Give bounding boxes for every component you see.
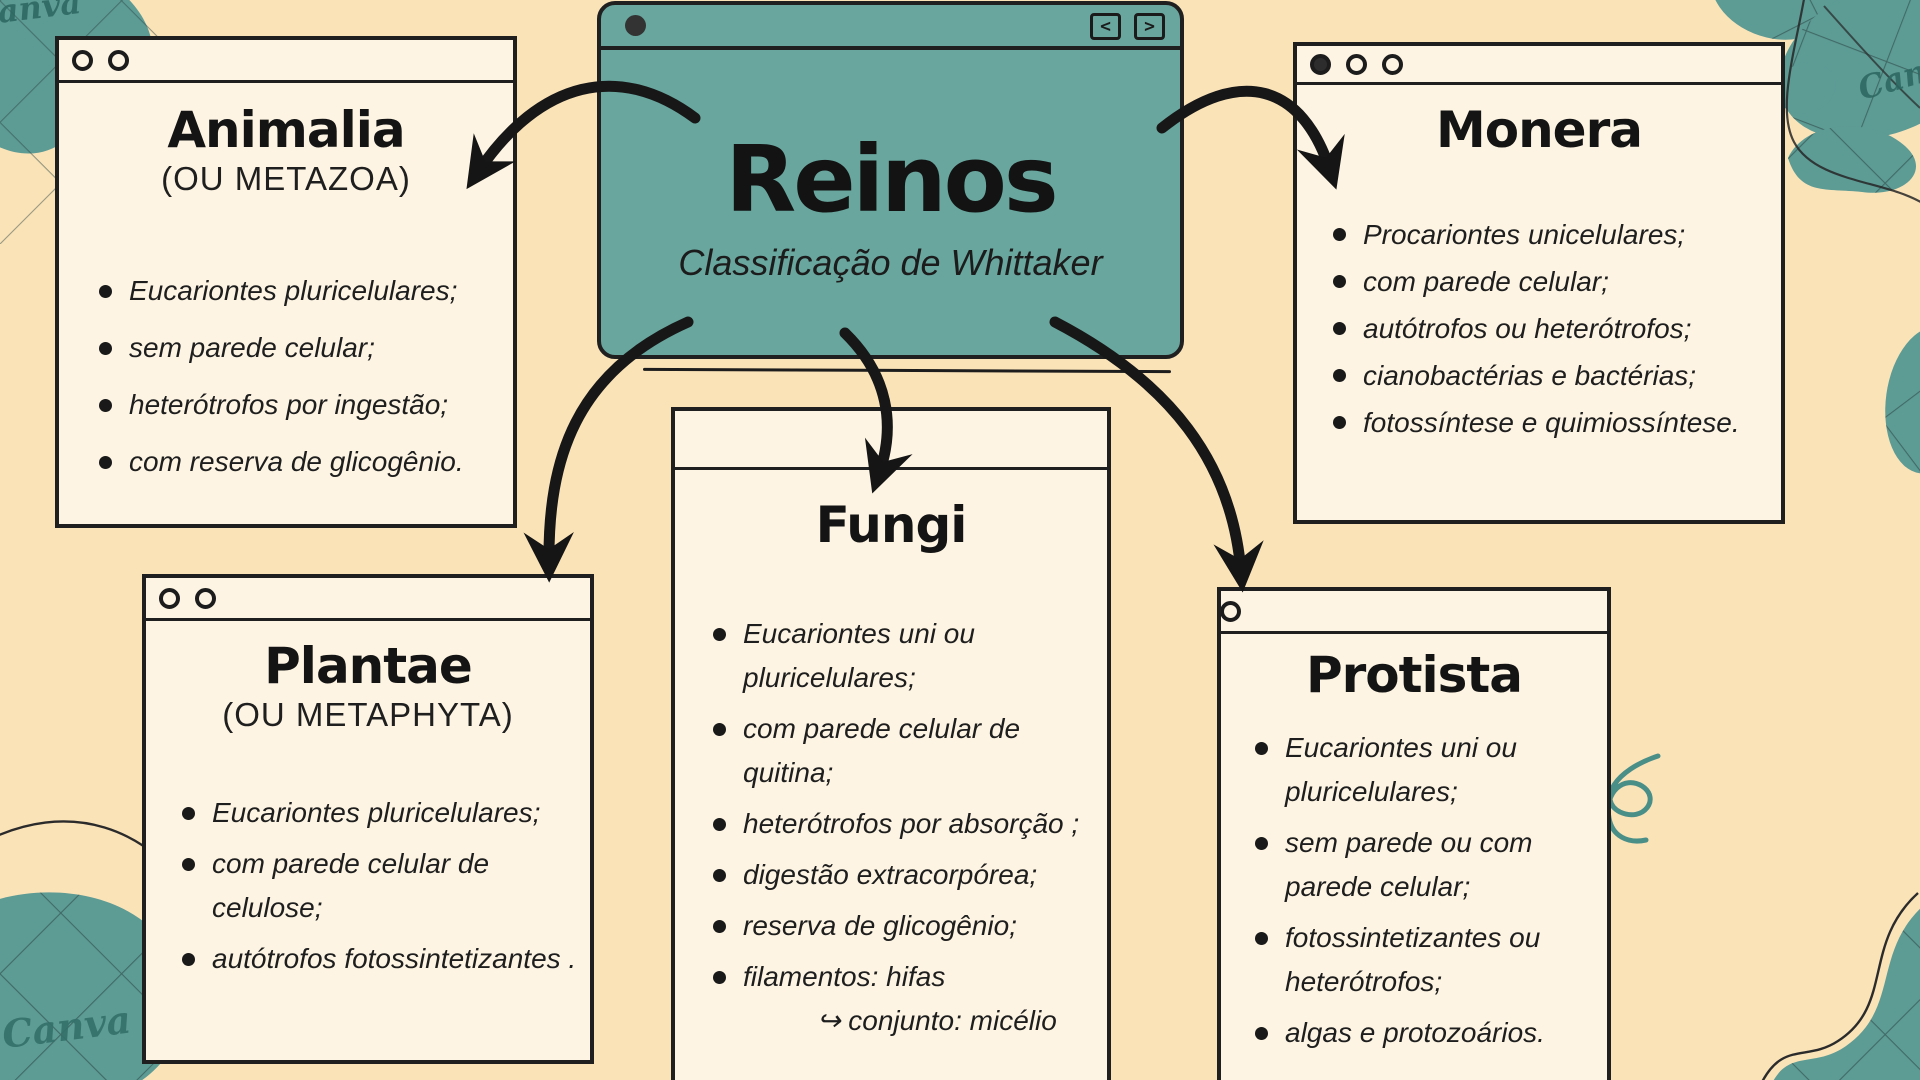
bullet-item: Eucariontes uni ou pluricelulares; (713, 612, 1083, 700)
animalia-bullets: Eucariontes pluricelulares; sem parede c… (59, 269, 513, 484)
animalia-subtitle: (OU METAZOA) (161, 160, 411, 197)
bullet-item: fotossíntese e quimiossíntese. (1333, 400, 1777, 446)
bullet-item: sem parede celular; (99, 326, 501, 370)
protista-bullets: Eucariontes uni ou pluricelulares; sem p… (1221, 726, 1607, 1055)
bullet-item: fotossintetizantes ou heterótrofos; (1255, 916, 1603, 1004)
plantae-subtitle: (OU METAPHYTA) (222, 696, 514, 733)
thin-swirl-line (1823, 5, 1920, 109)
bullet-item: com parede celular; (1333, 259, 1777, 305)
bullet-item: Eucariontes pluricelulares; (182, 791, 578, 835)
bullet-item: sem parede ou com parede celular; (1255, 821, 1603, 909)
bullet-item: heterótrofos por absorção ; (713, 802, 1083, 846)
window-dot-icon (625, 15, 646, 36)
plantae-title: Plantae (264, 637, 473, 695)
bullet-item: filamentos: hifas↪ conjunto: micélio (713, 955, 1083, 1043)
window-dot-icon (1346, 53, 1367, 75)
chevron-left-icon: < (1100, 16, 1111, 37)
plantae-card: Plantae (OU METAPHYTA) Eucariontes pluri… (142, 574, 594, 1064)
monera-title: Monera (1435, 101, 1643, 159)
window-nav-buttons: < > (1090, 13, 1165, 40)
thin-swirl-line (1785, 0, 1920, 204)
prev-button[interactable]: < (1090, 13, 1121, 40)
bullet-item: cianobactérias e bactérias; (1333, 353, 1777, 399)
bullet-item: com reserva de glicogênio. (99, 440, 501, 484)
bullet-item: Eucariontes uni ou pluricelulares; (1255, 726, 1603, 814)
monera-window-header (1297, 46, 1781, 85)
window-dot-icon (195, 587, 216, 609)
protista-title: Protista (1305, 646, 1523, 704)
window-dot-icon (108, 49, 129, 71)
bullet-item: reserva de glicogênio; (713, 904, 1083, 948)
bullet-item: Procariontes unicelulares; (1333, 212, 1777, 258)
plantae-window-header (146, 578, 590, 621)
bullet-item: Eucariontes pluricelulares; (99, 269, 501, 313)
protista-window-header (1221, 591, 1607, 634)
bullet-item: autótrofos fotossintetizantes . (182, 937, 578, 981)
diagram-title: Reinos (725, 126, 1058, 233)
next-button[interactable]: > (1134, 13, 1165, 40)
teal-squiggle (1605, 753, 1661, 844)
animalia-window-header (59, 40, 513, 83)
monera-card: Monera Procariontes unicelulares; com pa… (1293, 42, 1785, 524)
window-dot-icon (1310, 53, 1331, 75)
bullet-item: heterótrofos por ingestão; (99, 383, 501, 427)
animalia-title: Animalia (167, 101, 405, 159)
teal-blob-bottom-left: Canva (0, 820, 206, 1080)
teal-blob-cluster-top-right: Canva (1710, 0, 1920, 474)
reinos-window-header: < > (601, 5, 1180, 50)
diagram-subtitle: Classificação de Whittaker (678, 242, 1103, 283)
fungi-bullets: Eucariontes uni ou pluricelulares; com p… (675, 612, 1107, 1043)
window-dot-icon (1382, 53, 1403, 75)
fungi-title: Fungi (815, 496, 968, 554)
plantae-bullets: Eucariontes pluricelulares; com parede c… (146, 791, 590, 981)
bullet-item: digestão extracorpórea; (713, 853, 1083, 897)
fungi-card: Fungi Eucariontes uni ou pluricelulares;… (671, 407, 1111, 1080)
bullet-item: autótrofos ou heterótrofos; (1333, 306, 1777, 352)
chevron-right-icon: > (1144, 16, 1155, 37)
bullet-item: com parede celular de quitina; (713, 707, 1083, 795)
reinos-center-window: < > Reinos Classificação de Whittaker (597, 1, 1184, 359)
bullet-item: algas e protozoários. (1255, 1011, 1603, 1055)
window-dot-icon (72, 49, 93, 71)
teal-blob-bottom-right (1761, 892, 1920, 1080)
protista-card: Protista Eucariontes uni ou pluricelular… (1217, 587, 1611, 1080)
bullet-item: com parede celular de celulose; (182, 842, 578, 930)
animalia-card: Animalia (OU METAZOA) Eucariontes pluric… (55, 36, 517, 528)
window-dot-icon (159, 587, 180, 609)
fungi-window-header (675, 411, 1107, 470)
window-dot-icon (1221, 600, 1241, 622)
monera-bullets: Procariontes unicelulares; com parede ce… (1297, 212, 1781, 446)
